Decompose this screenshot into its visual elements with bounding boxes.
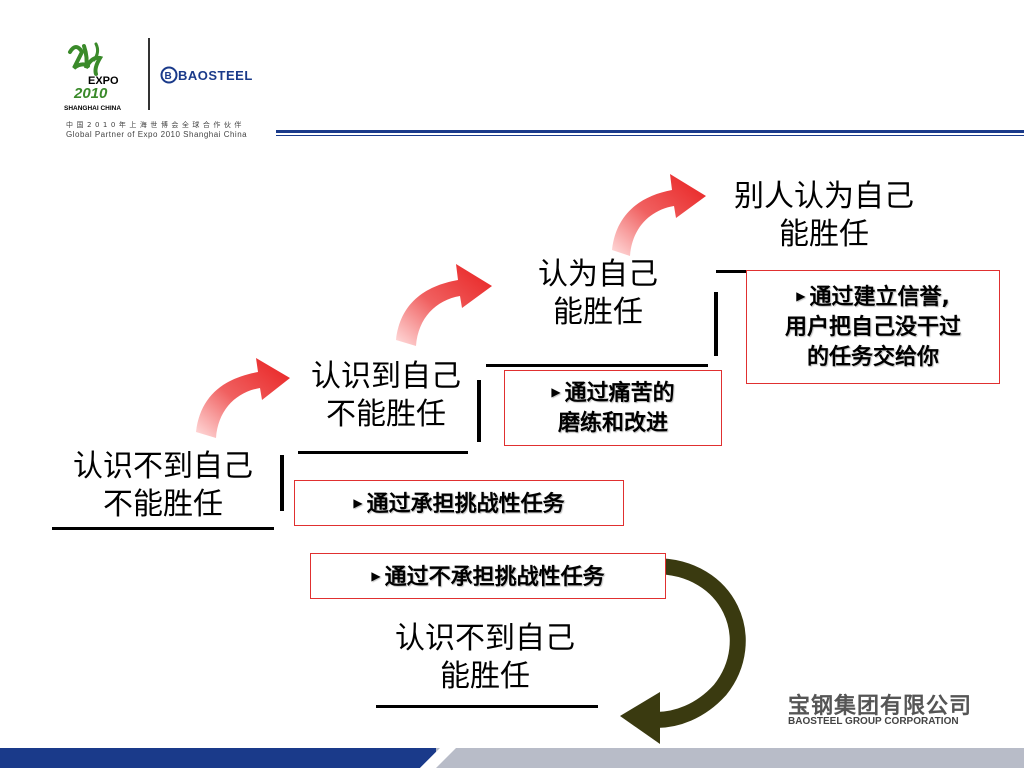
stage-4-line1: 别人认为自己 — [734, 179, 914, 214]
bottom-decorative-bar — [0, 748, 1024, 768]
stage-3-base — [486, 364, 708, 367]
stage-1-riser — [280, 455, 284, 511]
method-box-credibility: ▶通过建立信誉, 用户把自己没干过 的任务交给你 — [746, 270, 1000, 384]
header-rule — [276, 130, 1024, 133]
method-box-challenge-text: 通过承担挑战性任务 — [366, 492, 565, 517]
stage-1-base — [52, 527, 274, 530]
alt-stage-line2: 能胜任 — [440, 659, 530, 694]
stage-1-label: 认识不到自己 不能胜任 — [52, 448, 274, 524]
stage-1-line1: 认识不到自己 — [73, 449, 253, 484]
company-name-cn: 宝钢集团有限公司 — [788, 694, 973, 719]
alt-stage-base — [376, 705, 598, 708]
stage-2-line2: 不能胜任 — [326, 397, 446, 432]
company-name-en: BAOSTEEL GROUP CORPORATION — [788, 716, 959, 727]
up-arrow-1 — [196, 358, 290, 438]
method-box-credibility-line2: 用户把自己没干过 — [784, 315, 961, 340]
method-box-practice-line2: 磨练和改进 — [557, 411, 668, 436]
stage-2-riser — [477, 380, 481, 442]
bullet-icon: ▶ — [371, 569, 381, 583]
method-box-credibility-line3: 的任务交给你 — [806, 345, 939, 370]
stage-4-label: 别人认为自己 能胜任 — [716, 178, 932, 254]
stage-2-base — [298, 451, 468, 454]
stage-3-line2: 能胜任 — [553, 295, 643, 330]
logo-divider — [148, 38, 150, 110]
svg-text:2010: 2010 — [73, 85, 108, 102]
alt-stage-label: 认识不到自己 能胜任 — [370, 620, 600, 696]
stage-2-label: 认识到自己 不能胜任 — [298, 358, 474, 434]
method-box-practice-line1: 通过痛苦的 — [564, 381, 675, 406]
method-box-no-challenge-text: 通过不承担挑战性任务 — [384, 565, 605, 590]
stage-3-riser — [714, 292, 718, 356]
curved-down-arrow — [620, 558, 746, 744]
expo-2010-logo: EXPO 2010 SHANGHAI CHINA — [64, 42, 121, 112]
stage-3-line1: 认为自己 — [538, 257, 658, 292]
method-box-credibility-line1: 通过建立信誉, — [809, 285, 950, 310]
bullet-icon: ▶ — [551, 385, 561, 399]
baosteel-logo-text: BAOSTEEL — [178, 68, 253, 83]
stage-2-line1: 认识到自己 — [311, 359, 461, 394]
baosteel-logo-icon: B — [160, 66, 178, 84]
stage-4-line2: 能胜任 — [779, 217, 869, 252]
method-box-practice: ▶通过痛苦的 磨练和改进 — [504, 370, 722, 446]
partner-caption-cn: 中国2010年上海世博会全球合作伙伴 — [66, 121, 245, 129]
method-box-no-challenge: ▶通过不承担挑战性任务 — [310, 553, 666, 599]
up-arrow-2 — [396, 264, 492, 346]
stage-3-label: 认为自己 能胜任 — [520, 256, 676, 332]
svg-text:SHANGHAI CHINA: SHANGHAI CHINA — [64, 105, 121, 112]
svg-text:EXPO: EXPO — [88, 75, 119, 87]
header-rule-thin — [276, 135, 1024, 136]
svg-text:B: B — [165, 71, 172, 82]
bullet-icon: ▶ — [353, 496, 363, 510]
up-arrow-3 — [612, 174, 706, 256]
bullet-icon: ▶ — [796, 289, 806, 303]
method-box-challenge: ▶通过承担挑战性任务 — [294, 480, 624, 526]
stage-1-line2: 不能胜任 — [103, 487, 223, 522]
alt-stage-line1: 认识不到自己 — [395, 621, 575, 656]
partner-caption-en: Global Partner of Expo 2010 Shanghai Chi… — [66, 130, 248, 139]
